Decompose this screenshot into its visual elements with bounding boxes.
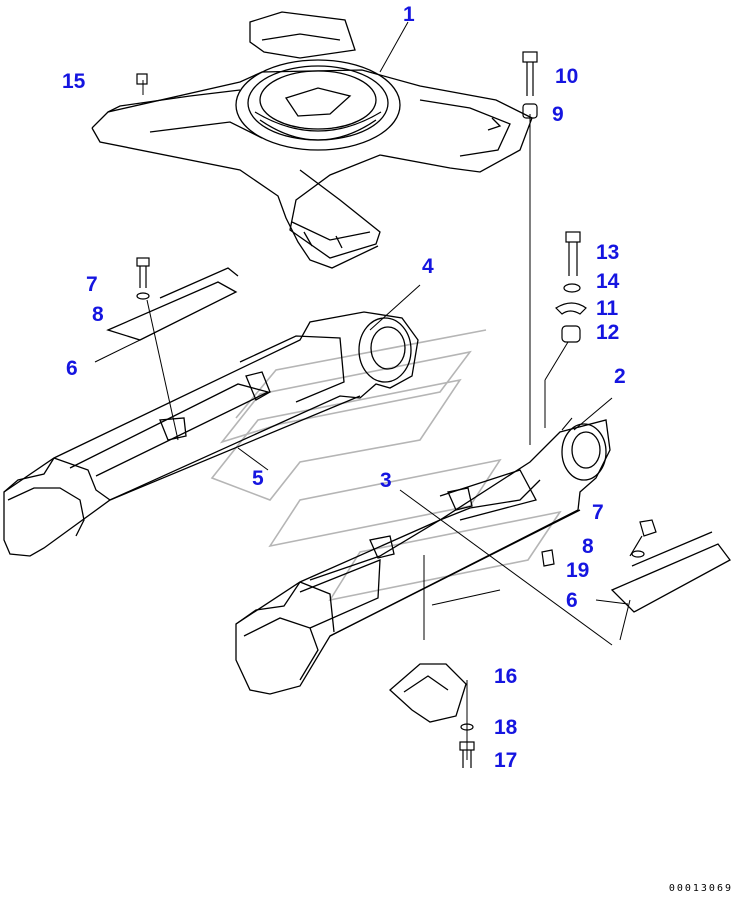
callout-17: 17 [494,749,518,772]
right-track-frame [235,419,611,695]
callout-3: 3 [380,469,392,492]
callout-1: 1 [403,3,415,26]
leader-lines [94,21,631,760]
swing-frame [91,11,533,269]
callout-18: 18 [494,716,518,739]
left-track-frame [3,311,419,557]
bracket [389,663,467,723]
callout-4: 4 [422,255,434,278]
callout-8-left: 8 [92,303,104,326]
callout-11: 11 [596,297,619,320]
track-covers [106,267,731,613]
callout-10: 10 [555,65,579,88]
callout-8-right: 8 [582,535,594,558]
drawing-code: 00013069 [668,883,733,894]
callout-7-left: 7 [86,273,98,296]
callout-15: 15 [62,70,86,93]
callout-9: 9 [552,103,564,126]
watermark-logo [210,329,562,602]
callout-16: 16 [494,665,518,688]
callout-14: 14 [596,270,620,293]
callout-5: 5 [252,467,264,490]
callout-19: 19 [566,559,590,582]
callout-13: 13 [596,241,620,264]
callout-6-right: 6 [566,589,578,612]
callout-2: 2 [614,365,626,388]
hardware [136,51,657,768]
callout-7-right: 7 [592,501,604,524]
callout-12: 12 [596,321,620,344]
callout-6-left: 6 [66,357,78,380]
